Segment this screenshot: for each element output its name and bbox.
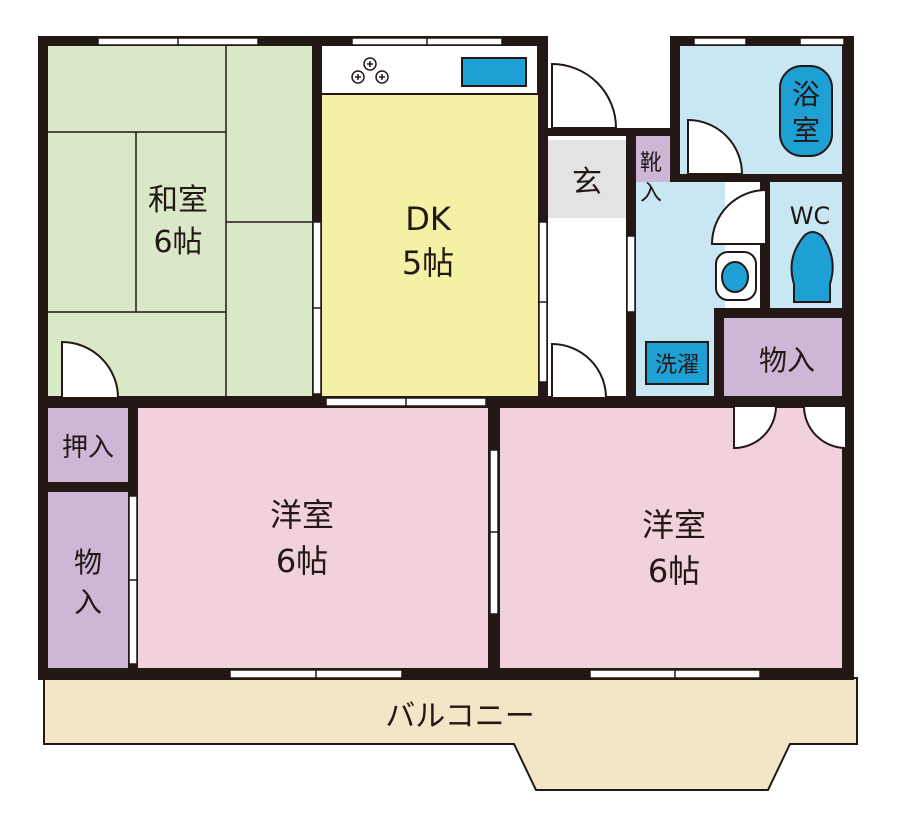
washitsu-floor xyxy=(46,44,316,398)
entry-door-bottom xyxy=(551,342,608,399)
washitsu-name: 和室 xyxy=(148,183,208,218)
closet-door-left xyxy=(733,405,778,450)
balcony-label: バルコニー xyxy=(385,699,534,734)
monoire-left-label-line1: 物 xyxy=(74,546,102,579)
hinged-doors xyxy=(61,62,847,450)
toilet-icon xyxy=(790,231,834,303)
balcony-area xyxy=(43,677,858,791)
oshiire-label: 押入 xyxy=(62,433,114,463)
dk-name: DK xyxy=(405,200,452,238)
washbasin-icon xyxy=(715,251,757,301)
oshiire-floor xyxy=(48,408,128,484)
bath-door xyxy=(687,118,744,175)
washitsu-door xyxy=(61,340,120,399)
sliding-doors xyxy=(128,221,636,665)
stove-icon xyxy=(351,57,389,84)
bathtub-icon xyxy=(779,65,833,157)
kutsuire-label-line2: 入 xyxy=(640,181,662,206)
genkan-floor xyxy=(545,140,629,218)
youshitsu-right-size: 6帖 xyxy=(648,552,700,590)
monoire-left-label-line2: 入 xyxy=(74,586,102,619)
entry-door-top xyxy=(551,62,618,129)
windows xyxy=(97,37,845,679)
closet-door-right xyxy=(802,405,847,450)
monoire-right-label: 物入 xyxy=(759,344,815,377)
washing-machine-space xyxy=(645,341,709,385)
washitsu-size: 6帖 xyxy=(153,225,202,260)
senmen-label: 洗濯 xyxy=(655,353,699,378)
tatami-lines xyxy=(46,44,316,398)
dk-size: 5帖 xyxy=(402,244,454,282)
bath-label-line1: 浴 xyxy=(792,78,820,111)
youshitsu-left-size: 6帖 xyxy=(276,542,328,580)
wc-label: WC xyxy=(790,202,831,230)
bath-label-line2: 室 xyxy=(792,114,820,147)
youshitsu-right-name: 洋室 xyxy=(642,506,706,544)
monoire-left-floor xyxy=(48,492,128,668)
youshitsu-right-floor xyxy=(497,404,852,668)
youshitsu-left-floor xyxy=(136,404,490,668)
kutsuire-label-line1: 靴 xyxy=(640,151,662,176)
monoire-right-floor xyxy=(722,318,852,398)
wc-door xyxy=(710,188,767,245)
sink-icon xyxy=(461,57,527,87)
dk-floor xyxy=(320,90,538,398)
youshitsu-left-name: 洋室 xyxy=(270,496,334,534)
genkan-label: 玄 xyxy=(572,165,602,200)
